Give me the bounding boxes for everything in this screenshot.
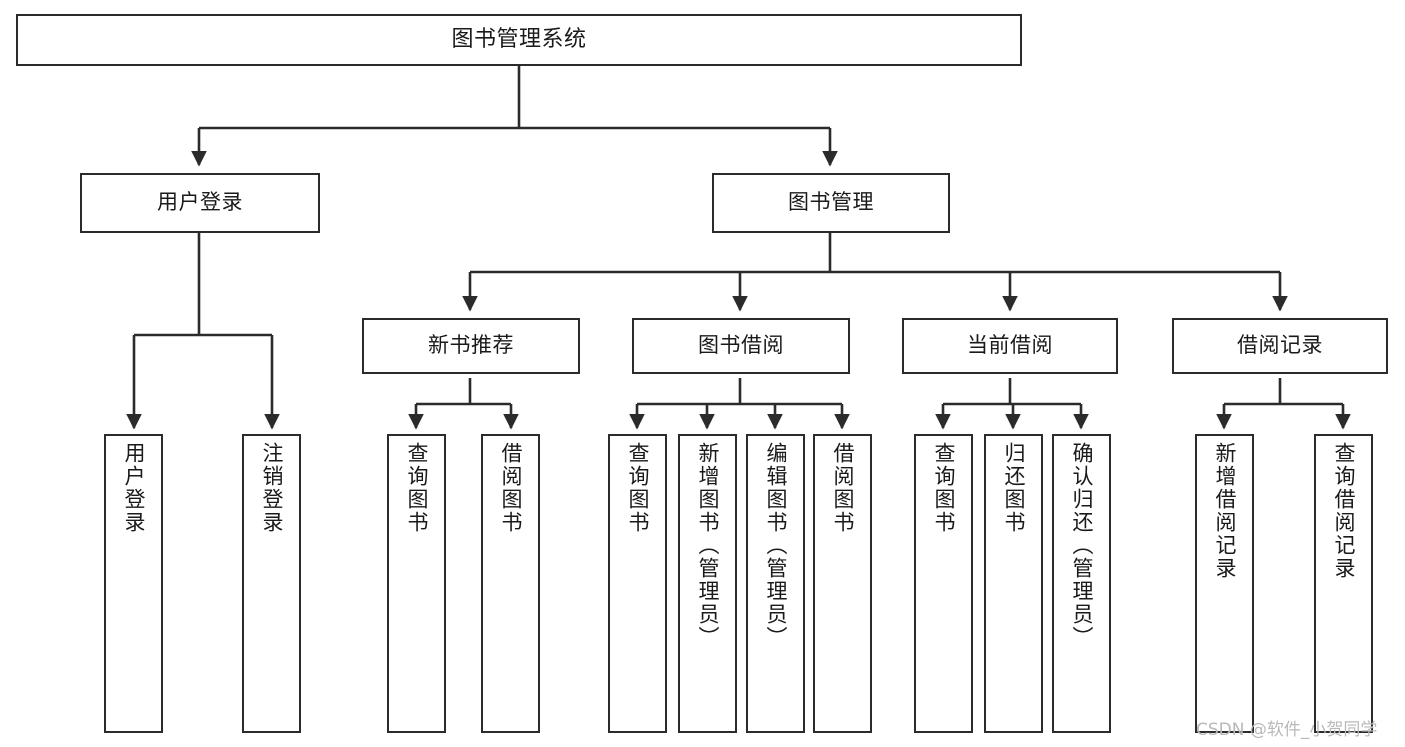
leaf-recommend-borrow-book[interactable]: 借阅图书 xyxy=(481,434,540,733)
node-current-borrow[interactable]: 当前借阅 xyxy=(902,318,1118,374)
node-root-system[interactable]: 图书管理系统 xyxy=(16,14,1022,66)
node-label: 借阅记录 xyxy=(1237,333,1323,358)
node-label: 借阅图书 xyxy=(499,442,523,534)
node-label: 注销登录 xyxy=(260,442,284,534)
node-label: 用户登录 xyxy=(122,442,146,534)
watermark-text: CSDN @软件_小贺同学 xyxy=(1196,720,1378,740)
node-label: 图书管理系统 xyxy=(451,26,587,52)
node-label: 当前借阅 xyxy=(967,333,1053,358)
leaf-current-return-book[interactable]: 归还图书 xyxy=(984,434,1043,733)
node-label: 查询图书 xyxy=(405,442,429,534)
node-label: 用户登录 xyxy=(157,190,243,215)
leaf-user-login-logout[interactable]: 注销登录 xyxy=(242,434,301,733)
node-label: 查询图书 xyxy=(626,442,650,534)
leaf-current-confirm-return-admin[interactable]: 确认归还（管理员） xyxy=(1052,434,1111,733)
node-label: 新增图书（管理员） xyxy=(696,442,720,649)
node-label: 确认归还（管理员） xyxy=(1070,442,1094,649)
node-book-management[interactable]: 图书管理 xyxy=(712,173,950,233)
leaf-borrow-borrow-book[interactable]: 借阅图书 xyxy=(813,434,872,733)
node-label: 查询借阅记录 xyxy=(1332,442,1356,580)
leaf-borrow-edit-book-admin[interactable]: 编辑图书（管理员） xyxy=(746,434,805,733)
node-label: 借阅图书 xyxy=(831,442,855,534)
node-label: 归还图书 xyxy=(1002,442,1026,534)
node-label: 查询图书 xyxy=(932,442,956,534)
node-borrow-records[interactable]: 借阅记录 xyxy=(1172,318,1388,374)
node-user-login[interactable]: 用户登录 xyxy=(80,173,320,233)
leaf-records-query-record[interactable]: 查询借阅记录 xyxy=(1314,434,1373,733)
node-label: 图书借阅 xyxy=(698,333,784,358)
leaf-recommend-query-book[interactable]: 查询图书 xyxy=(387,434,446,733)
node-label: 新书推荐 xyxy=(428,333,514,358)
node-label: 图书管理 xyxy=(788,190,874,215)
leaf-current-query-book[interactable]: 查询图书 xyxy=(914,434,973,733)
node-new-book-recommend[interactable]: 新书推荐 xyxy=(362,318,580,374)
leaf-borrow-query-book[interactable]: 查询图书 xyxy=(608,434,667,733)
node-book-borrow[interactable]: 图书借阅 xyxy=(632,318,850,374)
leaf-user-login-login[interactable]: 用户登录 xyxy=(104,434,163,733)
leaf-borrow-add-book-admin[interactable]: 新增图书（管理员） xyxy=(678,434,737,733)
leaf-records-add-record[interactable]: 新增借阅记录 xyxy=(1195,434,1254,733)
node-label: 新增借阅记录 xyxy=(1213,442,1237,580)
node-label: 编辑图书（管理员） xyxy=(764,442,788,649)
